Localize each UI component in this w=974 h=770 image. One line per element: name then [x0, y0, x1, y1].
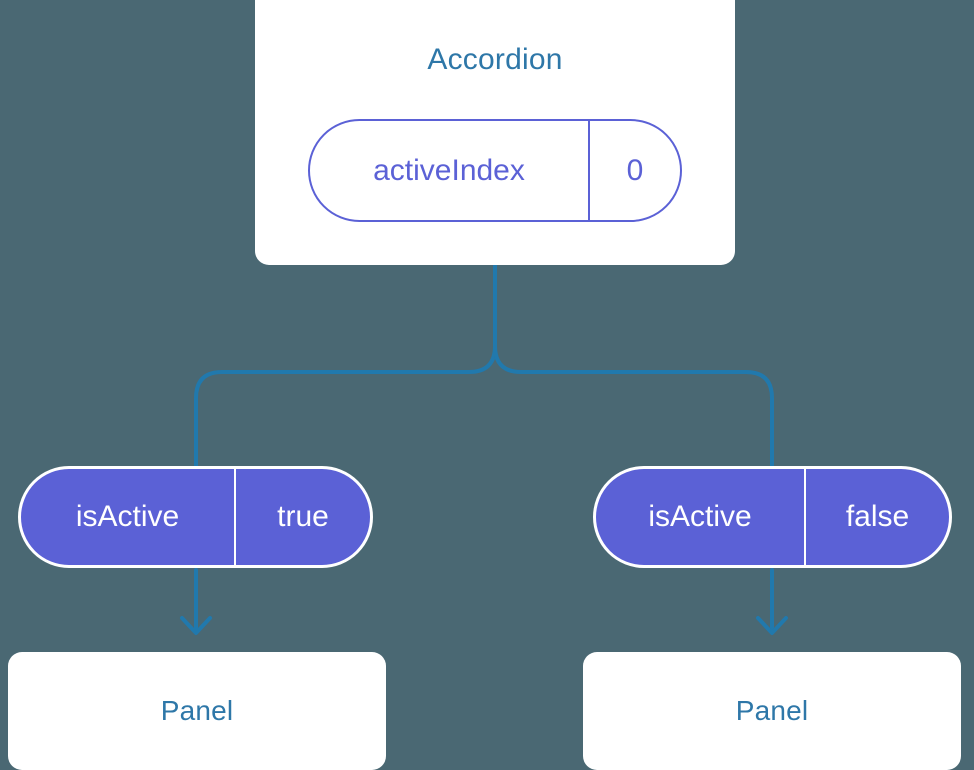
- accordion-title: Accordion: [427, 43, 563, 76]
- prop-pill-active-index[interactable]: activeIndex 0: [308, 119, 682, 222]
- edge-trunk-to-branch-right: [493, 264, 774, 468]
- prop-key-active-index: activeIndex: [373, 153, 525, 187]
- node-panel-right[interactable]: Panel: [583, 652, 961, 770]
- prop-pill-is-active-false[interactable]: isActive false: [593, 466, 952, 568]
- prop-key-is-active-right: isActive: [648, 500, 752, 533]
- arrow-down-icon-right: [756, 616, 788, 635]
- arrow-down-icon-left: [180, 616, 212, 635]
- panel-left-title: Panel: [160, 695, 234, 726]
- prop-pill-is-active-true[interactable]: isActive true: [18, 466, 373, 568]
- edge-trunk-to-branches: [194, 264, 497, 468]
- prop-value-active-index: 0: [588, 121, 680, 220]
- prop-key-is-active-left: isActive: [75, 500, 180, 533]
- panel-right-title: Panel: [735, 695, 809, 726]
- prop-value-is-active-right: false: [804, 469, 949, 565]
- prop-value-is-active-left: true: [234, 469, 370, 565]
- node-panel-left[interactable]: Panel: [8, 652, 386, 770]
